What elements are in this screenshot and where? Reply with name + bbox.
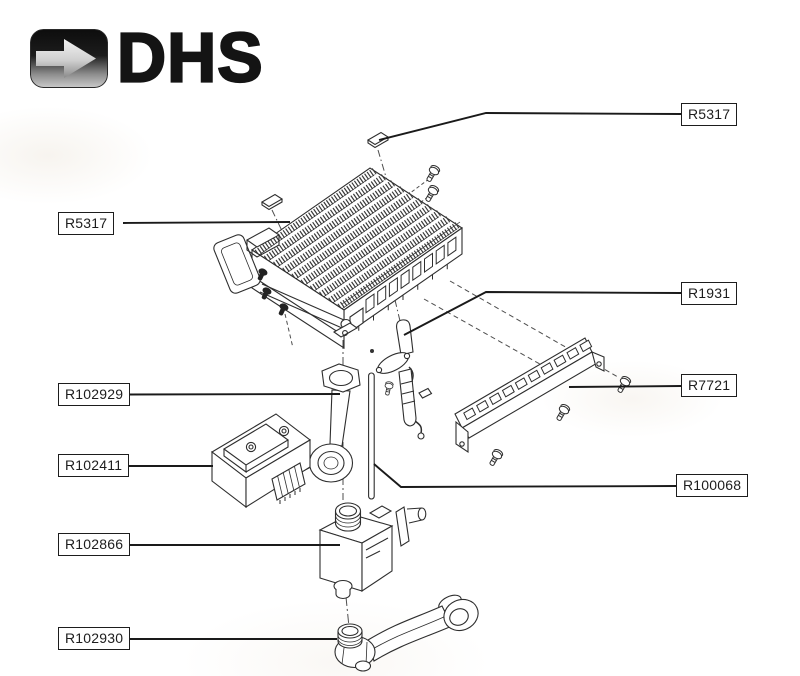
- gas-valve: [318, 502, 427, 600]
- logo-text: DHS: [116, 19, 264, 97]
- part-label-r1931: R1931: [681, 282, 738, 305]
- burner-clip-top: [367, 131, 389, 149]
- part-label-r102411: R102411: [58, 454, 130, 477]
- screw-icon: [553, 402, 572, 423]
- dhs-logo: DHS: [30, 19, 264, 97]
- screw-icon: [422, 183, 441, 204]
- part-label-r102866: R102866: [58, 533, 131, 556]
- part-label-r5317-left: R5317: [58, 212, 115, 235]
- leader-lines: [122, 112, 682, 640]
- ignition-electrode: [370, 319, 433, 440]
- venturi-elbow: [302, 363, 361, 483]
- burner-clip-left: [261, 193, 283, 211]
- control-board: [211, 413, 311, 509]
- pilot-tube-rod: [368, 372, 375, 500]
- part-label-r102930: R102930: [58, 627, 131, 650]
- part-label-r7721: R7721: [681, 374, 738, 397]
- injector-rail: [454, 337, 605, 454]
- arrow-right-icon: [30, 28, 108, 88]
- gas-pipe-elbow: [334, 594, 479, 672]
- screw-icon: [486, 447, 505, 468]
- part-label-r102929: R102929: [58, 383, 131, 406]
- burner-assembly: [213, 167, 463, 350]
- screw-icon: [614, 374, 633, 395]
- part-label-r100068: R100068: [676, 474, 749, 497]
- part-label-r5317-top: R5317: [681, 103, 738, 126]
